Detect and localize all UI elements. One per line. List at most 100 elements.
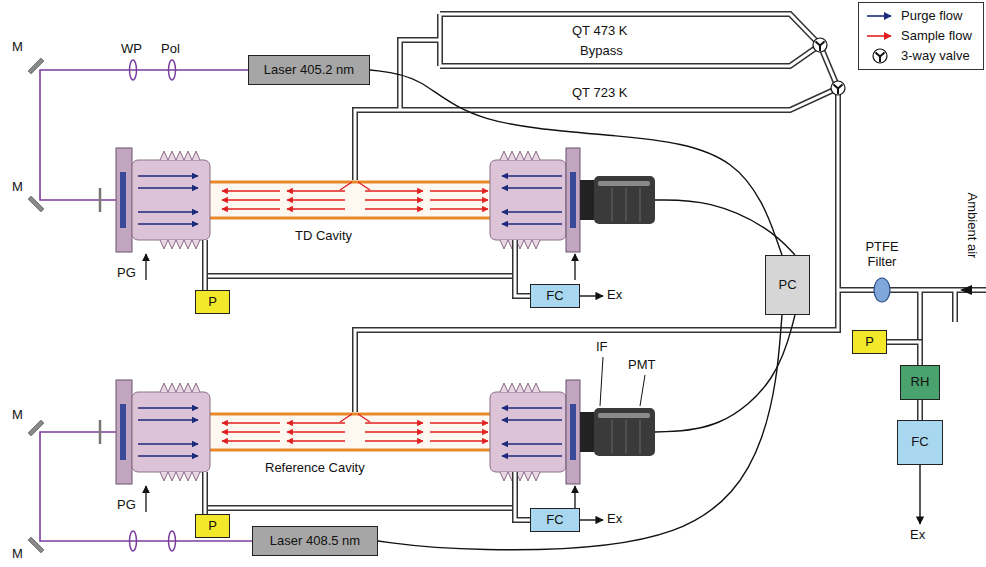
sample-flow-arrows	[287, 190, 345, 191]
tubing-outline	[202, 497, 208, 514]
aperture-symbol	[99, 188, 102, 212]
waveplate-polarizer-symbol	[130, 60, 176, 551]
tubing	[919, 290, 922, 342]
exhaust-label: Ex	[607, 288, 622, 303]
mirror-symbol	[28, 58, 44, 74]
sample-flow-arrows	[222, 199, 280, 200]
leader-line	[640, 375, 645, 406]
legend-arrow-sample	[867, 35, 891, 37]
cavity-end-cap	[502, 211, 562, 212]
cavity-end-cap	[500, 151, 540, 160]
tubing	[205, 507, 515, 510]
sample-flow-arrows	[287, 199, 345, 200]
legend-valve-sample	[873, 49, 887, 63]
mirror-symbol	[28, 537, 44, 553]
tubing	[205, 273, 515, 279]
aperture-symbol	[99, 420, 102, 444]
waveplate-polarizer-symbol	[169, 60, 176, 80]
filter-label: IF	[596, 340, 608, 355]
flow-controller-box: FC	[530, 284, 580, 308]
box-label: P	[208, 519, 217, 534]
optic-label: Pol	[161, 42, 180, 57]
mirror-symbol	[28, 58, 44, 553]
cavity-end-cap	[500, 240, 540, 249]
cavity-end-cap	[120, 172, 126, 228]
pump-box: P	[195, 514, 230, 538]
purge-gas-arrow	[145, 254, 146, 280]
sample-flow-arrows	[222, 208, 280, 209]
cavity-end-cap	[566, 148, 580, 252]
tubing-outline	[917, 400, 923, 420]
laser-box: Laser 408.5 nm	[252, 526, 378, 556]
photomultiplier-symbol	[580, 176, 655, 224]
photomultiplier-symbol	[612, 188, 613, 222]
computer-box: PC	[765, 255, 810, 315]
legend-sample	[865, 48, 895, 64]
box-label: FC	[911, 435, 928, 450]
box-label: P	[865, 335, 874, 350]
cavity-drawing	[205, 183, 495, 217]
leader-line	[600, 357, 603, 406]
sample-flow-arrows	[365, 208, 423, 209]
sample-flow-arrows	[430, 190, 488, 191]
tubing-bore	[204, 265, 207, 290]
signal-cable	[655, 315, 795, 432]
box-label: RH	[911, 375, 930, 390]
waveplate-polarizer-symbol	[169, 531, 176, 551]
mirror-label: M	[12, 180, 23, 195]
photomultiplier-symbol	[598, 181, 650, 186]
cavity-end-cap	[132, 160, 210, 240]
sample-flow-arrows	[430, 208, 488, 209]
cavity-end-cap	[138, 211, 198, 212]
cavity-port-tubing	[202, 240, 208, 265]
tubing-connector	[205, 497, 206, 514]
sample-flow-arrows	[222, 190, 280, 191]
cavity-title: TD Cavity	[295, 229, 352, 244]
cavity-port-tubing	[204, 240, 207, 265]
inlet-arrow	[960, 285, 972, 295]
leader-line	[600, 357, 645, 406]
flow-controller-box: FC	[530, 508, 580, 532]
tubing	[954, 290, 957, 322]
tubing-outline	[515, 497, 530, 520]
tubing-outline	[202, 265, 208, 290]
cavity-end-cap	[570, 172, 576, 228]
gas-inlet-label: PG	[117, 498, 136, 513]
tubing	[205, 275, 515, 278]
tubing	[952, 290, 958, 322]
tubing-bore	[919, 400, 922, 420]
tubing-connector	[205, 265, 206, 290]
valve-symbol	[831, 81, 845, 95]
box-label: P	[208, 295, 217, 310]
gas-inlet-label: PG	[117, 266, 136, 281]
tubing	[400, 40, 440, 110]
inlet-label: Ambient air	[964, 192, 979, 258]
cavity: Reference Cavity	[115, 372, 655, 497]
mirror-label: M	[12, 408, 23, 423]
laser-box: Laser 405.2 nm	[248, 55, 370, 85]
legend-text: Sample flow	[901, 29, 972, 44]
sample-flow-arrows	[430, 199, 488, 200]
tubing	[355, 88, 838, 412]
legend-row: Sample flow	[865, 26, 977, 46]
cavity-end-cap	[138, 223, 198, 224]
exhaust-label: Ex	[607, 512, 622, 527]
tubing-bore	[204, 497, 207, 514]
box-label: Laser 405.2 nm	[264, 63, 354, 78]
mirror-label: M	[12, 40, 23, 55]
tube-label: Bypass	[580, 44, 623, 59]
tubing-bore	[515, 497, 530, 520]
detector-label: PMT	[628, 358, 655, 373]
photomultiplier-symbol	[626, 188, 627, 222]
filter-label: PTFE Filter	[856, 240, 908, 270]
sample-flow-arrows	[287, 208, 345, 209]
tubing	[400, 40, 440, 110]
mirror-label: M	[12, 547, 23, 562]
cavity-drawing	[116, 148, 655, 280]
box-label: PC	[778, 278, 796, 293]
cavity-drawing	[205, 217, 495, 220]
purge-gas-arrow	[574, 254, 575, 280]
